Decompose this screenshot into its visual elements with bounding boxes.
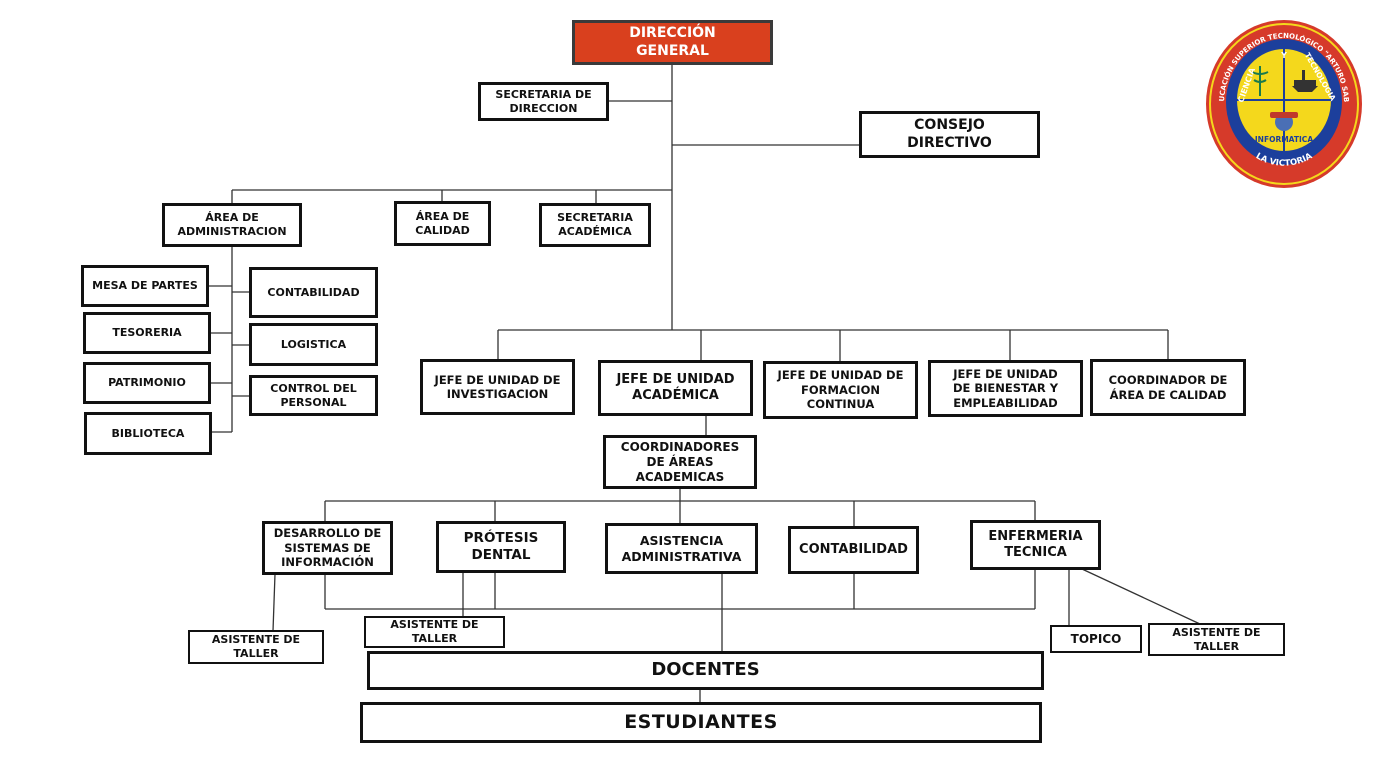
enfermeria-tecnica-box: ENFERMERIA TECNICA — [970, 520, 1101, 570]
secretaria-academica-box: SECRETARIA ACADÉMICA — [539, 203, 651, 247]
jefe-formacion-box: JEFE DE UNIDAD DE FORMACION CONTINUA — [763, 361, 918, 419]
area-calidad-box: ÁREA DE CALIDAD — [394, 201, 491, 246]
asistencia-administrativa-box: ASISTENCIA ADMINISTRATIVA — [605, 523, 758, 574]
logistica-box: LOGISTICA — [249, 323, 378, 366]
jefe-academica-box: JEFE DE UNIDAD ACADÉMICA — [598, 360, 753, 416]
estudiantes-box: ESTUDIANTES — [360, 702, 1042, 743]
asistente-taller-enfermeria-box: ASISTENTE DE TALLER — [1148, 623, 1285, 656]
asistente-taller-desarrollo-box: ASISTENTE DE TALLER — [188, 630, 324, 664]
jefe-investigacion-box: JEFE DE UNIDAD DE INVESTIGACION — [420, 359, 575, 415]
seal-inner-mid-text: Y — [1280, 51, 1287, 60]
biblioteca-box: BIBLIOTECA — [84, 412, 212, 455]
consejo-directivo-box: CONSEJO DIRECTIVO — [859, 111, 1040, 158]
asistente-taller-protesis-box: ASISTENTE DE TALLER — [364, 616, 505, 648]
institute-seal-logo: INFORMATICA CIENCIA Y TECNOLOGIA INSTITU… — [1201, 12, 1364, 190]
tesoreria-box: TESORERIA — [83, 312, 211, 354]
direccion-general-box: DIRECCIÓN GENERAL — [572, 20, 773, 65]
topico-box: TOPICO — [1050, 625, 1142, 653]
patrimonio-box: PATRIMONIO — [83, 362, 211, 404]
secretaria-direccion-box: SECRETARIA DE DIRECCION — [478, 82, 609, 121]
protesis-dental-box: PRÓTESIS DENTAL — [436, 521, 566, 573]
coordinadores-areas-box: COORDINADORES DE ÁREAS ACADEMICAS — [603, 435, 757, 489]
seal-inner-bottom-text: INFORMATICA — [1255, 135, 1313, 144]
contabilidad-admin-box: CONTABILIDAD — [249, 267, 378, 318]
jefe-bienestar-box: JEFE DE UNIDAD DE BIENESTAR Y EMPLEABILI… — [928, 360, 1083, 417]
desarrollo-sistemas-box: DESARROLLO DE SISTEMAS DE INFORMACIÓN — [262, 521, 393, 575]
area-administracion-box: ÁREA DE ADMINISTRACION — [162, 203, 302, 247]
control-personal-box: CONTROL DEL PERSONAL — [249, 375, 378, 416]
coordinador-calidad-box: COORDINADOR DE ÁREA DE CALIDAD — [1090, 359, 1246, 416]
mesa-de-partes-box: MESA DE PARTES — [81, 265, 209, 307]
docentes-box: DOCENTES — [367, 651, 1044, 690]
contabilidad-program-box: CONTABILIDAD — [788, 526, 919, 574]
